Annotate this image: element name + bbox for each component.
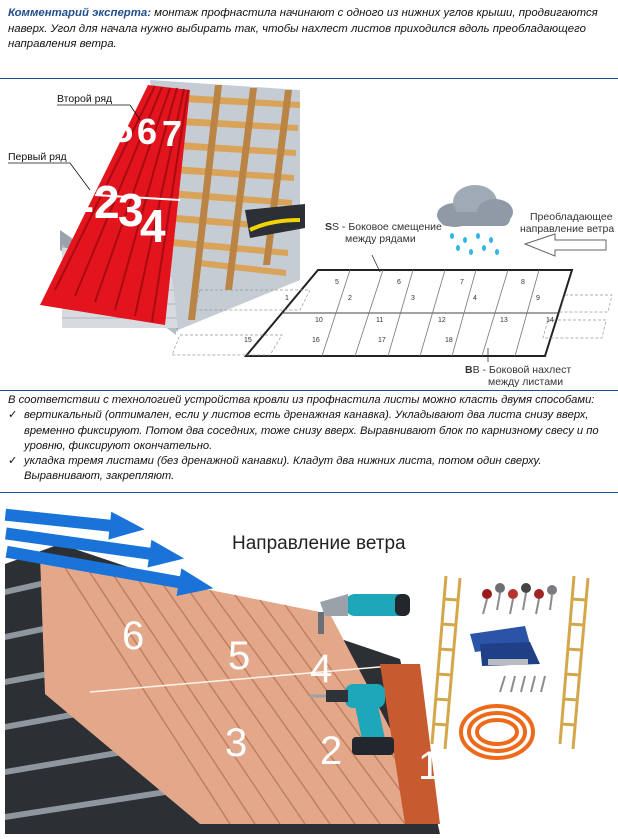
second-row-label: Второй ряд: [57, 93, 112, 105]
svg-text:18: 18: [445, 337, 453, 344]
sealing-tape: [249, 218, 301, 232]
cloud-icon: [437, 185, 513, 227]
overlap-label-2: между листами: [488, 376, 563, 388]
rain-icon: [450, 233, 499, 255]
wind-arrow-icon: [523, 233, 607, 257]
ladder-right-icon: [558, 575, 590, 750]
sheet-digit-7: 7: [162, 113, 182, 154]
rivets-icon: [499, 675, 546, 693]
red-sheets: [40, 85, 190, 325]
method-item: вертикальный (оптимален, если у листов е…: [8, 408, 610, 454]
metal-shears-icon: [318, 594, 410, 634]
svg-text:15: 15: [244, 337, 252, 344]
sheet-digit-5: 5: [228, 634, 250, 678]
wind-arrows-icon: [4, 508, 214, 596]
sheet-digit-4: 4: [140, 200, 166, 252]
sheet-ribs: [54, 85, 189, 323]
svg-text:4: 4: [473, 295, 477, 302]
sheet-digit-5: 5: [113, 109, 133, 150]
svg-text:11: 11: [376, 317, 383, 324]
methods-list: вертикальный (оптимален, если у листов е…: [8, 408, 610, 484]
rivet-tool-icon: [470, 626, 540, 666]
wind-direction-label: Направление ветра: [232, 533, 406, 554]
divider-middle: [0, 390, 618, 391]
svg-text:10: 10: [315, 317, 323, 324]
svg-text:16: 16: [312, 337, 320, 344]
wind-label-1: Преобладающее: [530, 211, 613, 223]
rope-coil-icon: [459, 704, 535, 760]
expert-note: Комментарий эксперта: монтаж профнастила…: [0, 0, 618, 53]
sheet-digit-2: 2: [94, 176, 120, 228]
svg-text:13: 13: [500, 317, 508, 324]
sheet-digit-6: 6: [122, 614, 144, 658]
expert-note-label: Комментарий эксперта:: [8, 7, 151, 19]
plan-numbers: 5 6 7 8 1 2 3 4 9 10 11 12 13 14 15 16 1…: [244, 279, 554, 344]
roof-diagram: 5 6 7 1 2 3 4 Второй ряд Первый ряд Прео…: [0, 80, 618, 390]
svg-text:2: 2: [348, 295, 352, 302]
cordless-drill-icon: [310, 684, 394, 755]
svg-text:7: 7: [460, 279, 464, 286]
sheet-digit-3: 3: [225, 721, 247, 765]
method-item: укладка тремя листами (без дренажной кан…: [8, 454, 610, 485]
wind-label-2: направление ветра: [520, 223, 614, 235]
sheet-digit-1: 1: [68, 170, 94, 222]
divider-top: [0, 78, 618, 79]
divider-bottom: [0, 492, 618, 493]
first-row-label: Первый ряд: [8, 151, 67, 163]
svg-text:12: 12: [438, 317, 446, 324]
svg-text:8: 8: [521, 279, 525, 286]
svg-text:1: 1: [285, 295, 289, 302]
sheet-plan: [171, 269, 613, 357]
sheet-digit-6: 6: [137, 111, 157, 152]
methods-intro: В соответствии с технологией устройства …: [8, 394, 595, 406]
roof-battens: [160, 95, 300, 276]
sheet-digit-2: 2: [320, 729, 342, 773]
offset-label-2: между рядами: [345, 233, 416, 245]
methods-text: В соответствии с технологией устройства …: [0, 393, 618, 485]
svg-text:5: 5: [335, 279, 339, 286]
sheet-digit-3: 3: [118, 184, 144, 236]
svg-text:9: 9: [536, 295, 540, 302]
sheet-digit-4: 4: [310, 647, 332, 691]
svg-text:17: 17: [378, 337, 386, 344]
svg-text:14: 14: [546, 317, 554, 324]
svg-text:3: 3: [411, 295, 415, 302]
expert-note-text: монтаж профнастила начинают с одного из …: [8, 7, 598, 50]
roof-tools-illustration: 6 5 4 3 2 1 Направление ветра: [0, 494, 618, 834]
sheet-digit-1: 1: [418, 744, 440, 788]
screws-icon: [482, 583, 557, 615]
first-sheet: [380, 664, 440, 824]
copper-sheets: [40, 556, 440, 824]
row-seam: [94, 194, 181, 201]
ladder-left-icon: [430, 575, 462, 750]
overlap-label-1: BB - Боковой нахлест: [465, 364, 571, 376]
offset-label-1: SS - Боковое смещение: [325, 221, 442, 233]
row-seam: [89, 665, 391, 693]
svg-text:6: 6: [397, 279, 401, 286]
